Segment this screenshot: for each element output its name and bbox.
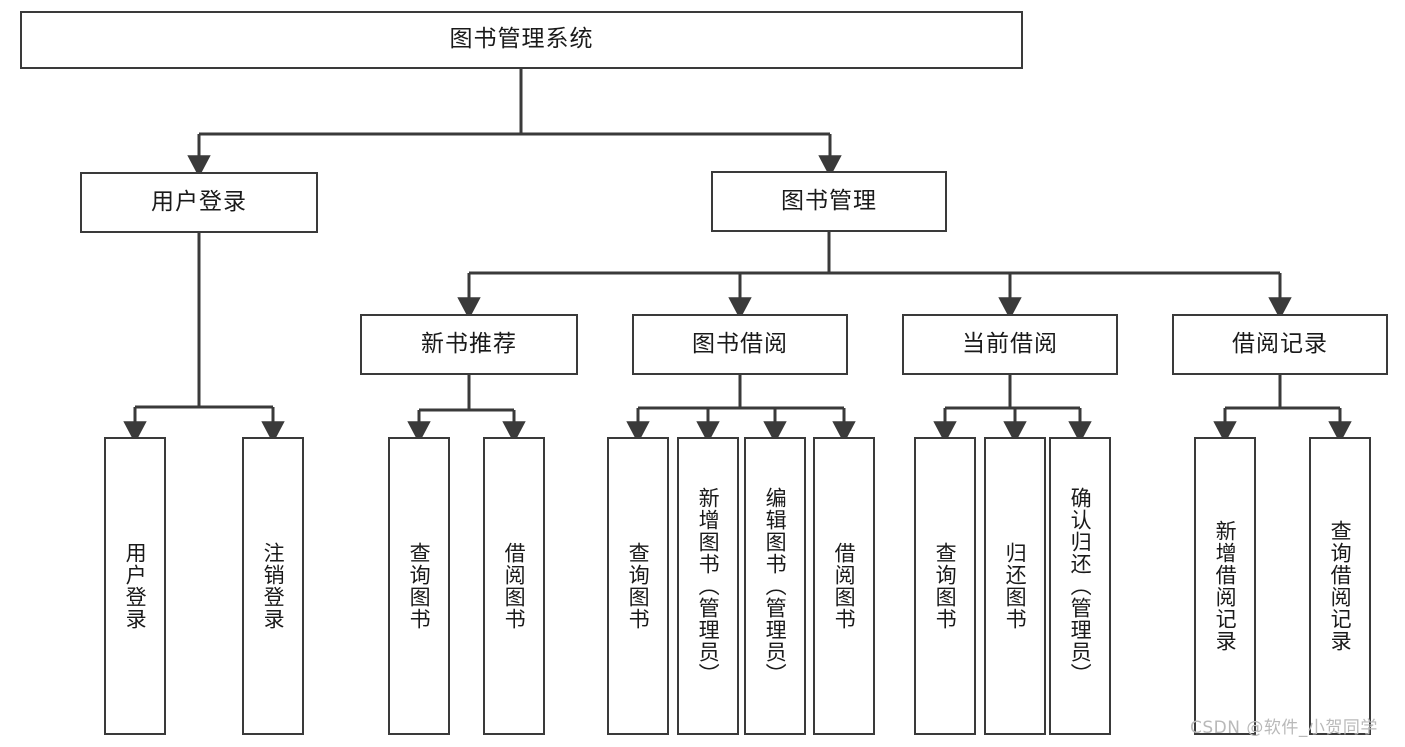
node-leaf-return-book[interactable]: 归还图书 — [984, 437, 1046, 735]
node-leaf-borrow-book-2-label: 借阅图书 — [832, 542, 857, 630]
node-leaf-query-book-1-label: 查询图书 — [407, 542, 432, 630]
node-leaf-logout-label: 注销登录 — [261, 542, 286, 630]
node-leaf-confirm-return[interactable]: 确认归还（管理员） — [1049, 437, 1111, 735]
node-borrow-record-label: 借阅记录 — [1232, 330, 1328, 357]
node-leaf-add-book-label: 新增图书（管理员） — [696, 487, 721, 685]
node-leaf-borrow-book-2[interactable]: 借阅图书 — [813, 437, 875, 735]
node-leaf-user-login[interactable]: 用户登录 — [104, 437, 166, 735]
node-leaf-query-borrow-record[interactable]: 查询借阅记录 — [1309, 437, 1371, 735]
node-leaf-edit-book-label: 编辑图书（管理员） — [763, 487, 788, 685]
node-leaf-borrow-book-1-label: 借阅图书 — [502, 542, 527, 630]
node-leaf-add-book[interactable]: 新增图书（管理员） — [677, 437, 739, 735]
node-leaf-user-login-label: 用户登录 — [123, 542, 148, 630]
node-leaf-logout[interactable]: 注销登录 — [242, 437, 304, 735]
node-leaf-query-book-2-label: 查询图书 — [626, 542, 651, 630]
node-leaf-query-book-2[interactable]: 查询图书 — [607, 437, 669, 735]
node-current-borrow[interactable]: 当前借阅 — [902, 314, 1118, 375]
node-leaf-borrow-book-1[interactable]: 借阅图书 — [483, 437, 545, 735]
node-user-login-label: 用户登录 — [151, 188, 247, 215]
node-user-login[interactable]: 用户登录 — [80, 172, 318, 233]
node-leaf-query-book-3[interactable]: 查询图书 — [914, 437, 976, 735]
node-leaf-add-borrow-record[interactable]: 新增借阅记录 — [1194, 437, 1256, 735]
csdn-watermark: CSDN @软件_小贺同学 — [1190, 718, 1378, 738]
node-root[interactable]: 图书管理系统 — [20, 11, 1023, 69]
node-borrow-record[interactable]: 借阅记录 — [1172, 314, 1388, 375]
node-new-book-recommend-label: 新书推荐 — [421, 330, 517, 357]
node-book-manage-label: 图书管理 — [781, 187, 877, 214]
node-new-book-recommend[interactable]: 新书推荐 — [360, 314, 578, 375]
node-leaf-query-borrow-record-label: 查询借阅记录 — [1328, 520, 1353, 652]
node-book-manage[interactable]: 图书管理 — [711, 171, 947, 232]
node-leaf-edit-book[interactable]: 编辑图书（管理员） — [744, 437, 806, 735]
node-leaf-query-book-1[interactable]: 查询图书 — [388, 437, 450, 735]
node-book-borrow-label: 图书借阅 — [692, 330, 788, 357]
node-leaf-query-book-3-label: 查询图书 — [933, 542, 958, 630]
node-book-borrow[interactable]: 图书借阅 — [632, 314, 848, 375]
node-leaf-confirm-return-label: 确认归还（管理员） — [1068, 487, 1093, 685]
node-leaf-add-borrow-record-label: 新增借阅记录 — [1213, 520, 1238, 652]
node-leaf-return-book-label: 归还图书 — [1003, 542, 1028, 630]
node-root-label: 图书管理系统 — [449, 26, 594, 53]
node-current-borrow-label: 当前借阅 — [962, 330, 1058, 357]
